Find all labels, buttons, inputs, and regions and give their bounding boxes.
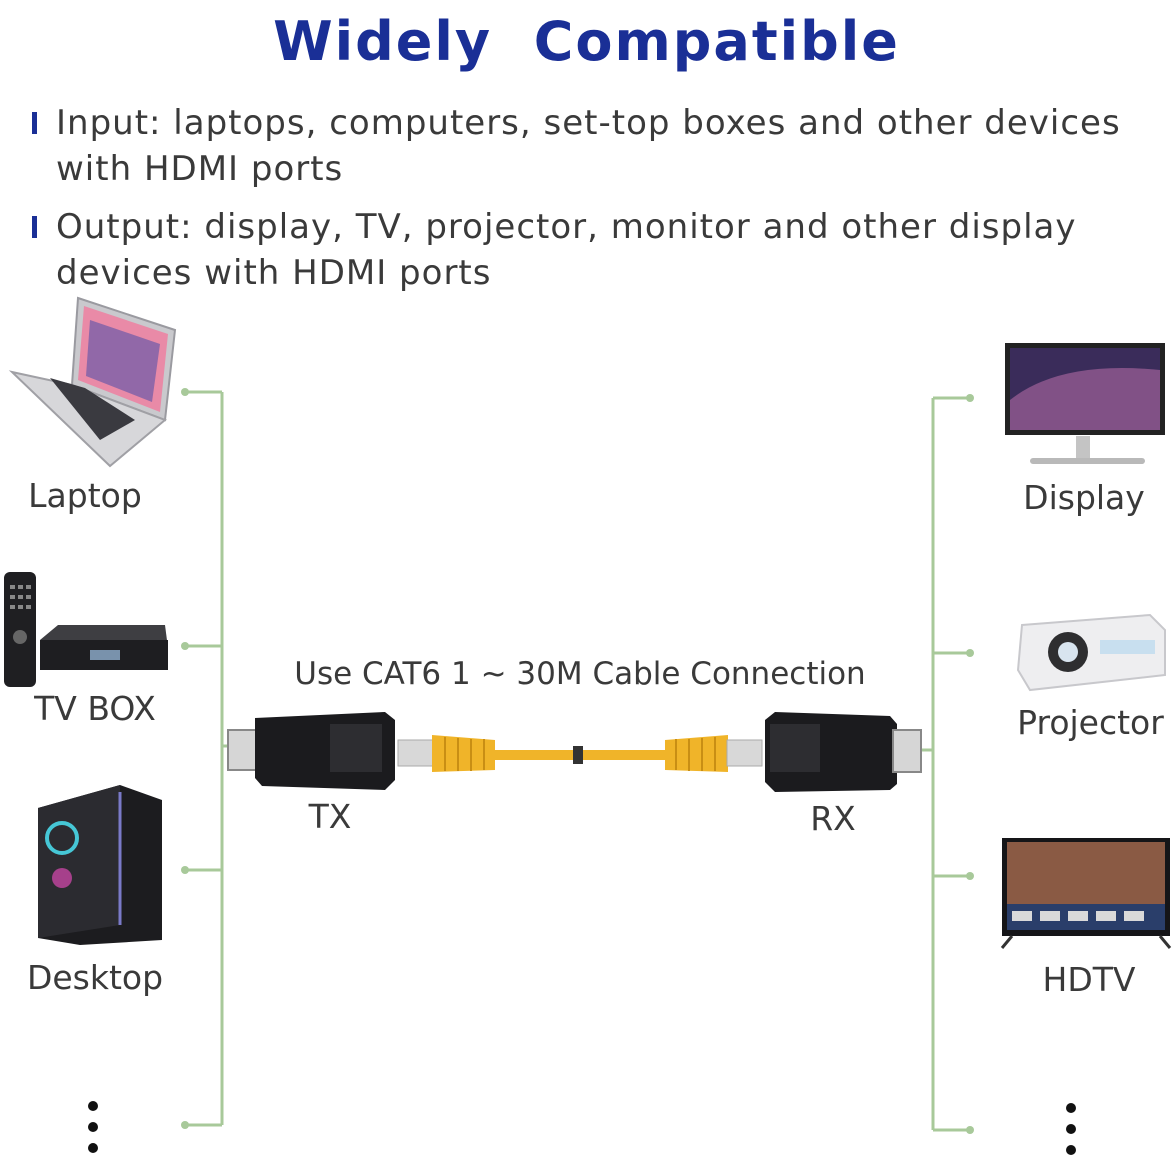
more-inputs-dots	[88, 1101, 98, 1153]
output-label-projector: Projector	[1017, 703, 1164, 742]
input-label-tv-box: TV BOX	[34, 689, 156, 728]
input-label-laptop: Laptop	[28, 476, 142, 515]
bullet-marker	[32, 112, 37, 134]
laptop-icon	[8, 296, 177, 468]
input-label-desktop: Desktop	[26, 958, 164, 997]
bullet-input: Input: laptops, computers, set-top boxes…	[32, 100, 1152, 192]
bullet-input-line2: with HDMI ports	[56, 149, 344, 189]
ethernet-cable	[397, 735, 763, 772]
output-bracket	[915, 396, 970, 1132]
hdtv-icon	[1000, 838, 1172, 949]
projector-icon	[1016, 613, 1166, 692]
output-label-display: Display	[1023, 478, 1145, 517]
cable-caption: Use CAT6 1 ~ 30M Cable Connection	[294, 656, 866, 692]
page-title: Widely Compatible	[273, 10, 900, 73]
tv-box-icon	[4, 572, 168, 687]
display-icon	[1005, 343, 1165, 464]
tx-label: TX	[308, 797, 352, 836]
output-label-hdtv: HDTV	[1042, 960, 1136, 999]
rx-adapter-icon	[765, 712, 922, 792]
bullet-output: Output: display, TV, projector, monitor …	[32, 204, 1152, 296]
bullet-marker	[32, 216, 37, 238]
bullet-output-line1: Output: display, TV, projector, monitor …	[56, 207, 1077, 247]
bullet-input-line1: Input: laptops, computers, set-top boxes…	[56, 103, 1121, 143]
desktop-icon	[38, 785, 162, 945]
more-outputs-dots	[1066, 1103, 1076, 1155]
tx-adapter-icon	[227, 712, 395, 790]
rx-label: RX	[810, 799, 856, 838]
bullet-output-line2: devices with HDMI ports	[56, 253, 492, 293]
